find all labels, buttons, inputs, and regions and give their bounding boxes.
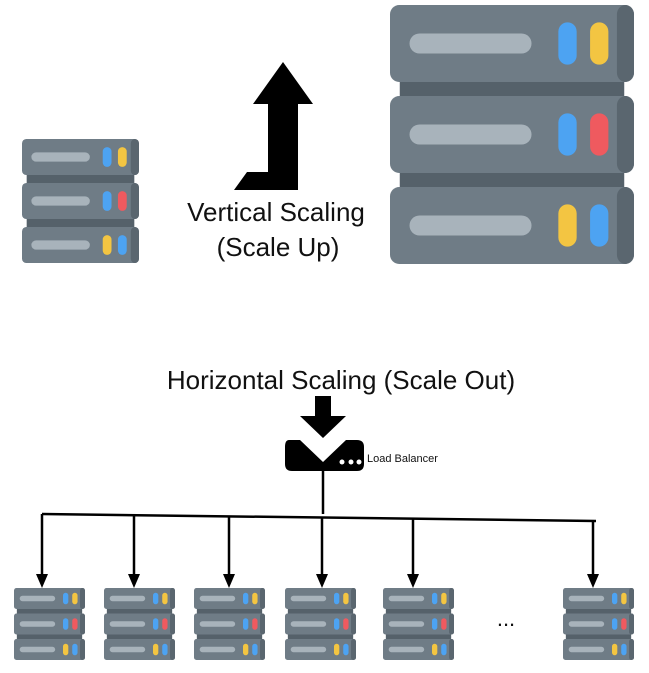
distribution-arrow [128, 515, 140, 588]
led-blue [152, 592, 159, 605]
led-blue [558, 22, 577, 65]
led-blue [102, 191, 112, 211]
distribution-arrow [223, 516, 235, 588]
cluster-server-unit [285, 609, 356, 635]
led-yellow [558, 204, 577, 247]
led-blue [431, 592, 438, 605]
led-blue [333, 592, 340, 605]
cluster-server-unit [285, 588, 356, 609]
led-blue [333, 618, 340, 630]
cluster-server-unit [104, 588, 175, 609]
vertical-scaling-label: Vertical Scaling [187, 197, 365, 227]
cluster-server-icon [194, 588, 265, 660]
led-yellow [162, 592, 168, 605]
led-yellow [333, 643, 340, 656]
led-blue [242, 618, 249, 630]
small-server-stack-icon [22, 139, 139, 263]
scale-up-arrow [234, 62, 313, 190]
led-red [441, 618, 447, 630]
distribution-arrow [407, 518, 419, 588]
cluster-server-unit [383, 634, 454, 660]
cluster-server-unit [104, 609, 175, 635]
led-yellow [152, 643, 159, 656]
large-server-unit [390, 5, 634, 82]
led-blue [242, 592, 249, 605]
led-red [343, 618, 349, 630]
small-server-unit [22, 139, 139, 175]
led-blue [590, 204, 609, 247]
cluster-server-unit [383, 588, 454, 609]
distribution-arrows [36, 514, 599, 588]
large-server-unit [390, 82, 634, 173]
cluster-server-unit [194, 634, 265, 660]
cluster-server-unit [563, 588, 634, 609]
led-blue [62, 618, 69, 630]
led-blue [431, 618, 438, 630]
cluster-server-icon [563, 588, 634, 660]
cluster-server-unit [194, 609, 265, 635]
led-yellow [590, 22, 609, 65]
led-red [162, 618, 168, 630]
cluster-server-unit [194, 588, 265, 609]
horizontal-scaling-title: Horizontal Scaling (Scale Out) [167, 365, 515, 395]
led-blue [117, 235, 127, 255]
cluster-server-unit [14, 634, 85, 660]
load-balancer-label: Load Balancer [367, 453, 438, 465]
cluster-server-unit [563, 634, 634, 660]
led-yellow [117, 147, 127, 167]
cluster-server-unit [563, 609, 634, 635]
large-server-stack-icon [390, 5, 634, 264]
cluster-server-icon [14, 588, 85, 660]
led-yellow [72, 592, 78, 605]
small-server-unit [22, 175, 139, 219]
led-red [590, 113, 609, 156]
distribution-arrow [316, 517, 328, 588]
server-cluster [14, 588, 634, 660]
load-balancer-connections [41, 471, 597, 523]
led-blue [343, 643, 349, 656]
led-red [117, 191, 127, 211]
led-blue [611, 592, 618, 605]
led-blue [558, 113, 577, 156]
led-blue [611, 618, 618, 630]
led-red [72, 618, 78, 630]
led-yellow [431, 643, 438, 656]
led-red [621, 618, 627, 630]
led-blue [621, 643, 627, 656]
cluster-server-unit [14, 609, 85, 635]
cluster-server-icon [104, 588, 175, 660]
cluster-server-unit [104, 634, 175, 660]
led-blue [441, 643, 447, 656]
led-blue [102, 147, 112, 167]
led-blue [62, 592, 69, 605]
cluster-server-icon [285, 588, 356, 660]
led-yellow [343, 592, 349, 605]
cluster-server-unit [383, 609, 454, 635]
led-yellow [611, 643, 618, 656]
load-balancer-icon [285, 396, 364, 471]
led-yellow [252, 592, 258, 605]
large-server-unit [390, 173, 634, 264]
cluster-server-unit [14, 588, 85, 609]
more-servers-ellipsis: ... [497, 606, 515, 631]
led-yellow [621, 592, 627, 605]
led-yellow [242, 643, 249, 656]
led-blue [252, 643, 258, 656]
led-yellow [62, 643, 69, 656]
led-red [252, 618, 258, 630]
cluster-server-unit [285, 634, 356, 660]
led-yellow [102, 235, 112, 255]
distribution-arrow [587, 520, 599, 588]
vertical-scaling-sublabel: (Scale Up) [217, 232, 340, 262]
distribution-arrow [36, 514, 48, 588]
led-blue [72, 643, 78, 656]
led-blue [152, 618, 159, 630]
led-yellow [441, 592, 447, 605]
cluster-server-icon [383, 588, 454, 660]
led-blue [162, 643, 168, 656]
small-server-unit [22, 219, 139, 263]
